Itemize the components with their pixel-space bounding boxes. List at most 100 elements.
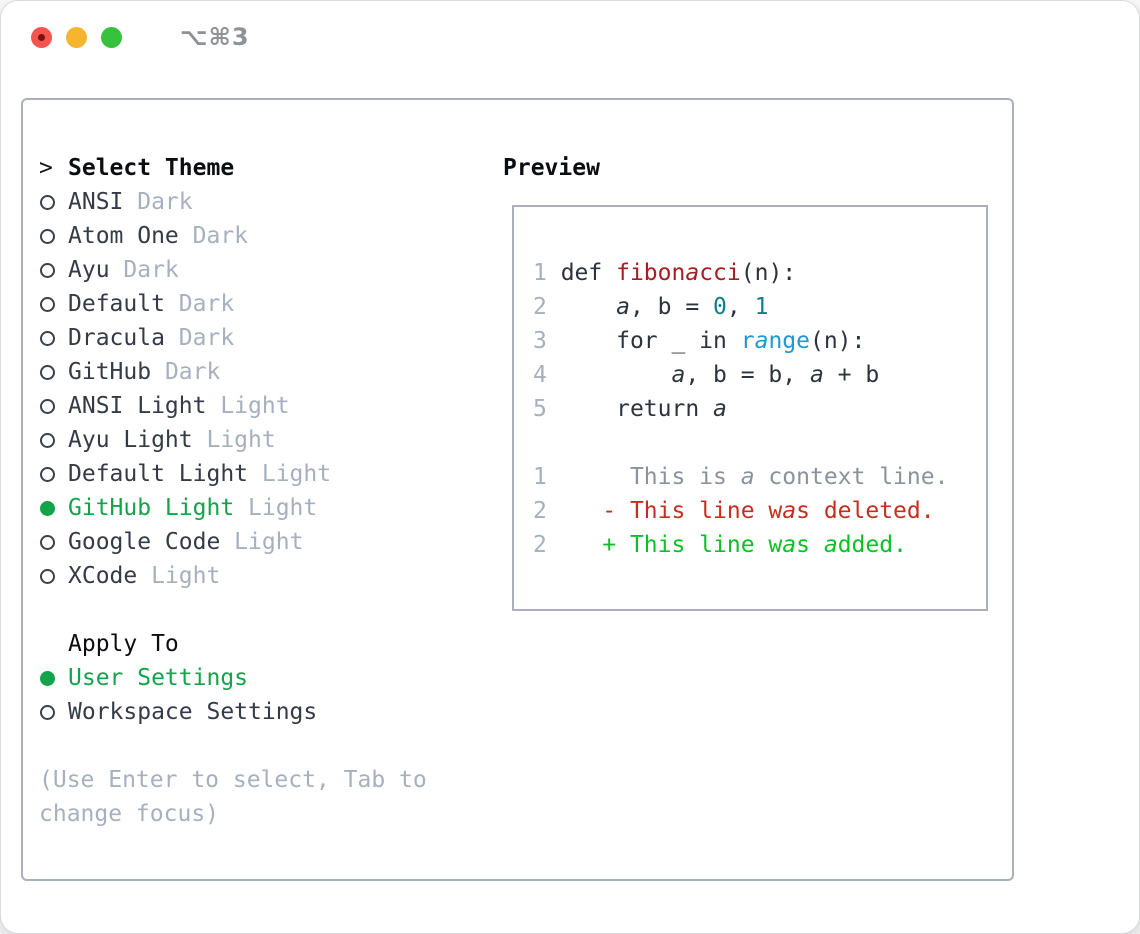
code-token-text: def <box>560 260 617 286</box>
preview-line: 2 + This line was added. <box>533 528 986 562</box>
radio-icon <box>40 568 55 584</box>
radio-icon <box>40 194 55 210</box>
preview-blank-line <box>533 426 986 460</box>
apply-to-option[interactable]: User Settings <box>39 661 317 695</box>
theme-item[interactable]: Google Code Light <box>39 525 331 559</box>
apply-to-heading: Apply To <box>68 631 179 657</box>
radio-icon <box>40 262 55 278</box>
window-title: ⌥⌘3 <box>180 23 250 51</box>
code-token-text: return a <box>560 396 727 422</box>
code-token-added: + This line was added. <box>560 532 907 558</box>
option-label: Ayu <box>68 257 110 283</box>
option-label: Default <box>68 291 165 317</box>
theme-variant-label: Dark <box>164 325 235 351</box>
theme-variant-label: Light <box>220 529 304 555</box>
close-dot-icon <box>38 34 45 41</box>
preview-line: 4 a, b = b, a + b <box>533 358 986 392</box>
option-label: Default Light <box>68 461 249 487</box>
option-label: Workspace Settings <box>68 699 318 725</box>
theme-item[interactable]: Default Dark <box>39 287 331 321</box>
radio-selected-icon <box>40 500 55 516</box>
select-theme-heading: Select Theme <box>68 155 235 181</box>
theme-item[interactable]: XCode Light <box>39 559 331 593</box>
titlebar: ⌥⌘3 <box>31 23 250 51</box>
line-number <box>533 430 561 456</box>
radio-icon <box>40 704 55 720</box>
line-number: 2 <box>533 498 561 524</box>
theme-item[interactable]: ANSI Dark <box>39 185 331 219</box>
line-number: 4 <box>533 362 561 388</box>
theme-variant-label: Dark <box>151 359 221 385</box>
option-label: User Settings <box>68 665 249 691</box>
radio-selected-icon <box>40 670 55 686</box>
line-number: 3 <box>533 328 561 354</box>
line-number: 2 <box>533 294 561 320</box>
code-token-text: (n): <box>809 328 866 354</box>
radio-icon <box>40 466 55 482</box>
code-token-text: (n): <box>740 260 797 286</box>
theme-variant-label: Light <box>137 563 221 589</box>
line-number: 1 <box>533 464 561 490</box>
preview-line: 2 a, b = 0, 1 <box>533 290 986 324</box>
radio-icon <box>40 432 55 448</box>
option-label: GitHub Light <box>68 495 235 521</box>
theme-item[interactable]: GitHub Light Light <box>39 491 331 525</box>
theme-variant-label: Light <box>248 461 332 487</box>
theme-variant-label: Light <box>192 427 276 453</box>
radio-icon <box>40 296 55 312</box>
code-token-context: This is a context line. <box>560 464 949 490</box>
code-token-number: 0 <box>713 294 727 320</box>
theme-item[interactable]: Atom One Dark <box>39 219 331 253</box>
close-button[interactable] <box>31 27 52 48</box>
theme-variant-label: Dark <box>164 291 235 317</box>
theme-item[interactable]: Default Light Light <box>39 457 331 491</box>
theme-item[interactable]: Ayu Light Light <box>39 423 331 457</box>
option-label: ANSI Light <box>68 393 207 419</box>
hint-text: (Use Enter to select, Tab to change focu… <box>39 767 427 827</box>
theme-item[interactable]: GitHub Dark <box>39 355 331 389</box>
prompt-caret: > <box>39 155 53 181</box>
line-number: 1 <box>533 260 561 286</box>
option-label: Google Code <box>68 529 221 555</box>
code-token-text: a, b = <box>616 294 714 320</box>
radio-icon <box>40 228 55 244</box>
code-token-function: fibonacci <box>616 260 741 286</box>
select-theme-heading-row: > Select Theme <box>39 151 331 185</box>
option-label: Atom One <box>68 223 179 249</box>
code-token-text: for _ in <box>560 328 741 354</box>
apply-to-option[interactable]: Workspace Settings <box>39 695 317 729</box>
theme-item[interactable]: Ayu Dark <box>39 253 331 287</box>
minimize-button[interactable] <box>66 27 87 48</box>
preview-line: 3 for _ in range(n): <box>533 324 986 358</box>
zoom-button[interactable] <box>101 27 122 48</box>
theme-variant-label: Dark <box>123 189 193 215</box>
option-label: GitHub <box>68 359 152 385</box>
theme-variant-label: Light <box>234 495 318 521</box>
code-token-text: a, b = b, a + b <box>671 362 880 388</box>
theme-variant-label: Dark <box>178 223 249 249</box>
option-label: ANSI <box>68 189 124 215</box>
radio-icon <box>40 398 55 414</box>
radio-icon <box>40 330 55 346</box>
preview-line: 1 This is a context line. <box>533 460 986 494</box>
radio-icon <box>40 364 55 380</box>
code-token-text: , <box>726 294 755 320</box>
theme-item[interactable]: ANSI Light Light <box>39 389 331 423</box>
theme-item[interactable]: Dracula Dark <box>39 321 331 355</box>
code-token-number: 1 <box>754 294 769 320</box>
preview-heading: Preview <box>503 155 600 181</box>
preview-line: 2 - This line was deleted. <box>533 494 986 528</box>
code-token-builtin: range <box>740 328 810 354</box>
apply-to-heading-row: Apply To <box>39 627 317 661</box>
option-label: XCode <box>68 563 138 589</box>
preview-line: 5 return a <box>533 392 986 426</box>
line-number: 2 <box>533 532 561 558</box>
option-label: Ayu Light <box>68 427 193 453</box>
option-label: Dracula <box>68 325 165 351</box>
code-token-deleted: - This line was deleted. <box>560 498 935 524</box>
